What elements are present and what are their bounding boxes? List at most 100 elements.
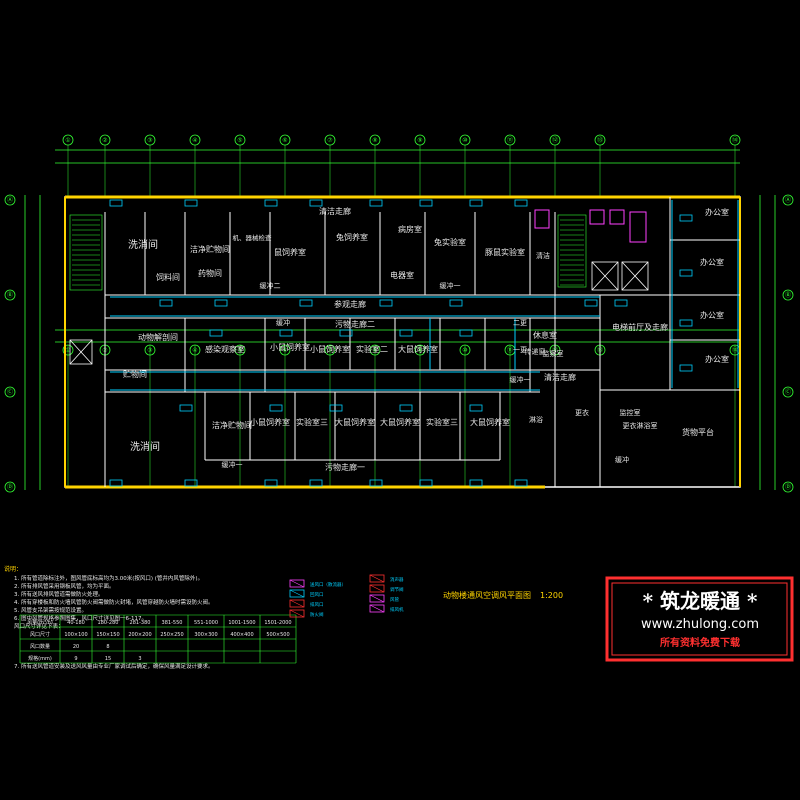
air-outlet xyxy=(214,299,228,307)
room-label-r-dirty-corridor1: 污物走廊一 xyxy=(325,462,365,472)
air-outlet xyxy=(184,199,198,207)
room-label-r-buffer1: 缓冲一 xyxy=(440,281,461,290)
table-cell: 3 xyxy=(138,656,141,662)
elevator-right xyxy=(591,261,649,291)
room-label-r-buffer3: 缓冲 xyxy=(276,318,290,327)
table-cell: 风口数量 xyxy=(30,643,50,650)
table-header-cell: 1001-1500 xyxy=(228,620,255,626)
room-label-r-buffer2: 缓冲二 xyxy=(260,281,281,290)
note-line-3: 3. 所有送风排风管道需做防火处理。 xyxy=(14,590,104,598)
svg-text:Ⓑ: Ⓑ xyxy=(785,291,791,299)
svg-text:Ⓐ: Ⓐ xyxy=(7,196,13,204)
room-label-r-storage: 贮物间 xyxy=(123,369,147,379)
grid-bubble-top: ① xyxy=(62,134,74,197)
air-outlet xyxy=(679,269,693,277)
note-line-4: 4. 所有穿楼板和防火墙风管防火阀需做防火封堵，风管穿越防火墙时需设防火阀。 xyxy=(14,598,214,606)
room-label-r-mech: 机、器械检查 xyxy=(233,233,273,242)
svg-text:Ⓒ: Ⓒ xyxy=(7,388,13,396)
drawing-title: 动物楼通风空调风平面图 xyxy=(443,590,531,600)
table-cell: 150×150 xyxy=(96,632,119,638)
grid-bubble-right: Ⓑ xyxy=(782,289,794,301)
legend-item: 排风机 xyxy=(369,604,404,613)
svg-text:②: ② xyxy=(102,137,107,144)
notes-block: 说明： 1. 所有管道除标注外，图风管底标高均为3.00米(按风口) (管井内风… xyxy=(4,565,214,670)
table-header-cell: 180-280 xyxy=(98,620,119,626)
air-outlet xyxy=(469,199,483,207)
grid-bubble-top: ③ xyxy=(144,134,156,197)
svg-text:⑭: ⑭ xyxy=(732,346,738,354)
svg-text:④: ④ xyxy=(192,137,197,144)
room-label-r-feed-store: 饲料间 xyxy=(156,272,180,282)
stamp-title: * 筑龙暖通 * xyxy=(643,589,758,613)
grid-bubble-left: Ⓓ xyxy=(4,481,16,493)
room-label-r-second-change: 二更 xyxy=(513,319,527,327)
legend-label: 排风口 xyxy=(310,601,324,608)
air-outlet xyxy=(679,214,693,222)
air-outlet xyxy=(339,329,353,337)
air-outlet xyxy=(469,479,483,487)
table-header-cell: 40-180 xyxy=(67,620,85,626)
duct-network xyxy=(110,200,739,391)
air-outlet xyxy=(369,479,383,487)
table-cell: 8 xyxy=(106,644,109,650)
air-outlet xyxy=(159,299,173,307)
grid-axis-left: Ⓐ Ⓑ Ⓒ Ⓓ xyxy=(4,194,16,493)
room-label-r-buffer-c: 缓冲 xyxy=(615,455,629,464)
legend-item: 防火阀 xyxy=(289,609,324,618)
room-label-r-small-mouse2: 小鼠饲养室 xyxy=(310,344,350,354)
svg-text:⑤: ⑤ xyxy=(237,347,242,354)
air-handling-units xyxy=(534,209,647,243)
legend-item: 送风口（散流器） xyxy=(289,579,346,588)
note-line-8: 7. 所有送风管道安装及送风风量由专业厂家调试后确定，确保风量满足设计要求。 xyxy=(14,662,214,670)
watermark-stamp: * 筑龙暖通 * www.zhulong.com 所有资料免费下载 xyxy=(605,576,794,662)
note-line-7: 风口尺寸详见下表： xyxy=(14,622,64,630)
svg-text:Ⓑ: Ⓑ xyxy=(7,291,13,299)
grid-bubble-left: Ⓐ xyxy=(4,194,16,206)
room-label-r-dirty-corridor2: 污物走廊二 xyxy=(335,319,375,329)
internal-walls xyxy=(104,197,740,487)
room-label-r-control: 监控室 xyxy=(620,408,641,417)
note-line-6: 6. 图中风管规格参照图集，风口尺寸详见图一6-117。 xyxy=(14,614,147,622)
svg-text:⑦: ⑦ xyxy=(327,347,332,354)
notes-header: 说明： xyxy=(4,565,22,573)
room-label-r-office2: 办公室 xyxy=(700,257,724,267)
table-cell: 9 xyxy=(74,656,77,662)
air-outlet xyxy=(679,364,693,372)
grid-bubble-right: Ⓐ xyxy=(782,194,794,206)
room-label-r-buffer-b: 缓冲一 xyxy=(222,460,243,469)
table-cell: 20 xyxy=(73,644,79,650)
room-label-r-big-mouse2: 大鼠饲养室 xyxy=(335,417,375,427)
room-label-r-rabbit-lab: 兔实验室 xyxy=(434,237,466,247)
room-label-r-buffer-d: 缓冲一 xyxy=(510,375,531,384)
grid-bubble-top: ⑫ xyxy=(549,134,561,197)
svg-text:⑥: ⑥ xyxy=(282,347,287,354)
grid-bubble-bottom: ⑤ xyxy=(234,344,246,487)
legend-label: 消声器 xyxy=(390,576,404,583)
room-label-r-corridor-clean: 清洁走廊 xyxy=(319,206,351,216)
legend-item: 排风口 xyxy=(289,599,324,608)
grid-bubble-left: Ⓒ xyxy=(4,386,16,398)
grid-bubble-bottom: ④ xyxy=(189,344,201,487)
table-header-cell: 281-380 xyxy=(130,620,151,626)
stair-left xyxy=(69,214,103,291)
room-label-r-elec: 电器室 xyxy=(390,270,414,280)
room-label-r-changing: 更衣淋浴室 xyxy=(623,421,658,430)
air-outlet xyxy=(449,299,463,307)
grid-bubble-top: ⑬ xyxy=(594,134,606,197)
svg-text:③: ③ xyxy=(147,347,152,354)
table-header-cell: 381-550 xyxy=(162,620,183,626)
svg-text:⑨: ⑨ xyxy=(417,347,422,354)
duct-outlets xyxy=(109,199,693,487)
air-outlet xyxy=(329,404,343,412)
grid-bubble-top: ⑥ xyxy=(279,134,291,197)
svg-text:⑨: ⑨ xyxy=(417,137,422,144)
svg-text:⑬: ⑬ xyxy=(597,136,603,144)
room-label-r-office1: 办公室 xyxy=(705,207,729,217)
room-label-r-wash-bottom: 洗消间 xyxy=(130,440,160,453)
grid-bubble-top: ⑪ xyxy=(504,134,516,197)
legend-item: 消声器 xyxy=(369,574,404,583)
stair-right xyxy=(557,214,587,288)
